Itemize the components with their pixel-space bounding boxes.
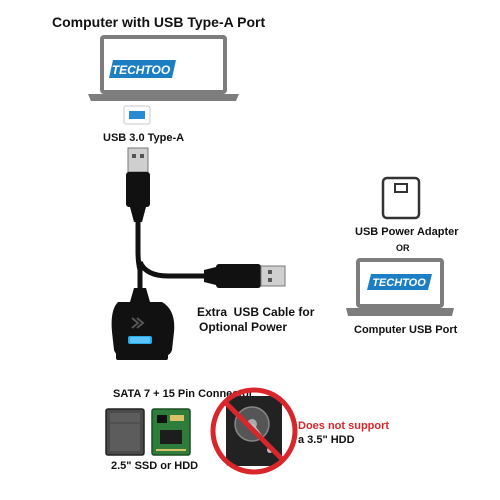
- page-title: Computer with USB Type-A Port: [52, 14, 266, 30]
- power-adapter-label: USB Power Adapter: [355, 226, 459, 238]
- drive-label: 2.5" SSD or HDD: [111, 460, 199, 472]
- laptop-icon: TECHTOO: [346, 258, 454, 316]
- sata-adapter-icon: [111, 288, 175, 360]
- unsupported-label-line1: Does not support: [298, 420, 390, 432]
- laptop-icon: TECHTOO: [88, 35, 239, 101]
- svg-text:TECHTOO: TECHTOO: [372, 277, 426, 289]
- hdd-icon: [151, 408, 191, 456]
- ssd-icon: [105, 408, 145, 456]
- prohibited-icon: [210, 387, 298, 475]
- usb-plug-icon: [204, 264, 286, 288]
- usb-port-icon: [123, 105, 151, 125]
- extra-cable-label-line2: Optional Power: [199, 320, 288, 334]
- brand-logo: TECHTOO: [367, 274, 432, 290]
- or-label: OR: [396, 243, 410, 253]
- usb-port-label: USB 3.0 Type-A: [103, 132, 185, 144]
- unsupported-label-line2: a 3.5" HDD: [298, 434, 355, 446]
- svg-text:TECHTOO: TECHTOO: [112, 63, 171, 77]
- power-adapter-icon: [381, 176, 421, 220]
- computer-port-label: Computer USB Port: [354, 324, 458, 336]
- sata-label: SATA 7 + 15 Pin Connector: [113, 388, 254, 400]
- usb-plug-icon: [126, 147, 150, 222]
- hdd-icon: [226, 396, 282, 466]
- brand-logo: TECHTOO: [109, 60, 176, 78]
- extra-cable-label-line1: Extra USB Cable for: [197, 305, 315, 319]
